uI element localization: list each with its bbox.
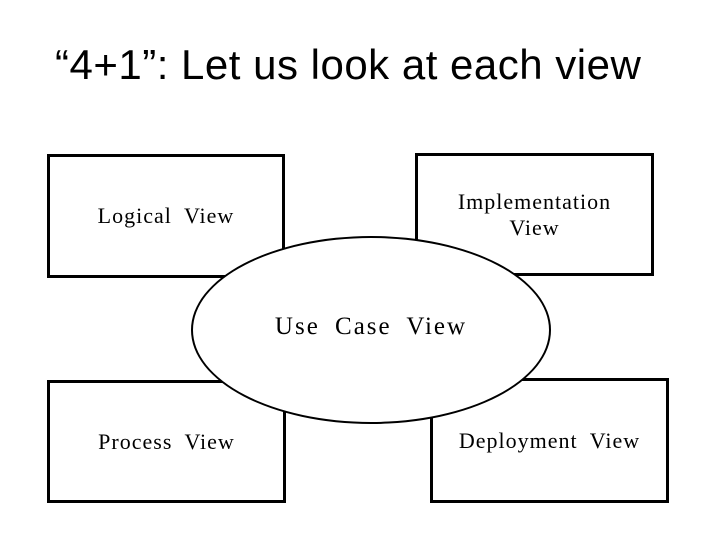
- implementation-view-label: Implementation View: [457, 189, 612, 240]
- use-case-view-label: Use Case View: [274, 313, 468, 340]
- use-case-view-ellipse: Use Case View: [191, 236, 551, 424]
- logical-view-box: Logical View: [47, 154, 285, 278]
- process-view-label: Process View: [98, 428, 235, 454]
- implementation-view-box: Implementation View: [415, 153, 654, 276]
- logical-view-label: Logical View: [97, 203, 235, 229]
- slide-title: “4+1”: Let us look at each view: [55, 41, 642, 88]
- process-view-box: Process View: [47, 380, 286, 503]
- deployment-view-label: Deployment View: [458, 427, 641, 453]
